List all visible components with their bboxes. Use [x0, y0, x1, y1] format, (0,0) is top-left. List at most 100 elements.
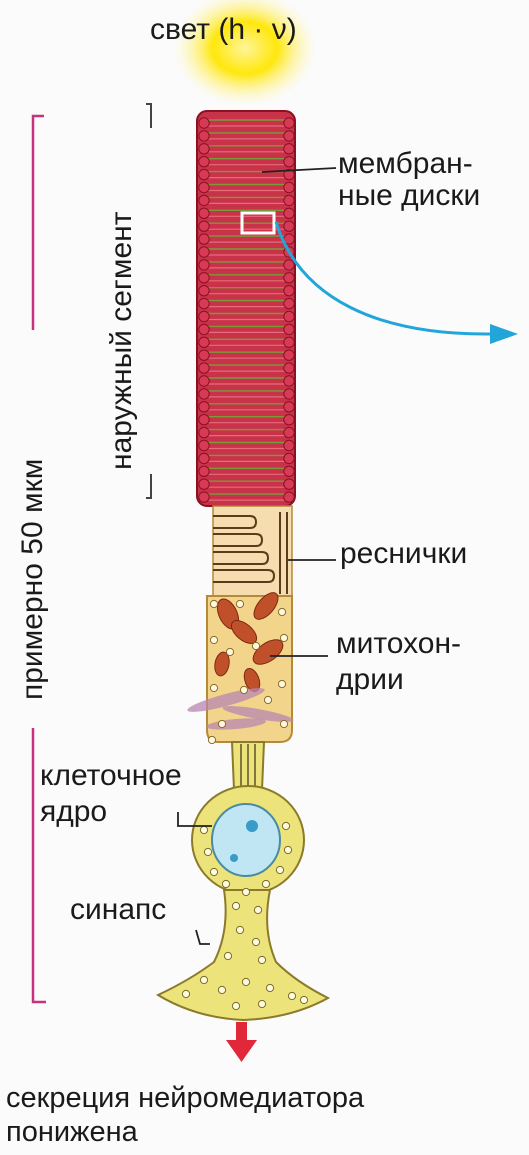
vesicle: [200, 976, 207, 983]
size-label: примерно 50 мкм: [16, 459, 50, 700]
nucleolus: [246, 820, 258, 832]
vesicle: [278, 608, 285, 615]
disc-edge-left: [199, 169, 209, 179]
secretion-arrowhead: [226, 1040, 257, 1062]
vesicle: [282, 822, 289, 829]
disc-edge-right: [284, 324, 294, 334]
vesicle: [254, 906, 261, 913]
vesicle: [266, 984, 273, 991]
vesicle: [262, 880, 269, 887]
disc-edge-left: [199, 440, 209, 450]
disc-edge-right: [284, 479, 294, 489]
vesicle: [240, 686, 247, 693]
disc-edge-left: [199, 350, 209, 360]
disc-edge-right: [284, 440, 294, 450]
vesicle: [280, 720, 287, 727]
disc-edge-left: [199, 286, 209, 296]
vesicle: [218, 720, 225, 727]
vesicle: [284, 846, 291, 853]
vesicle: [236, 600, 243, 607]
synapse-label: синапс: [70, 892, 166, 928]
vesicle: [242, 978, 249, 985]
disc-edge-left: [199, 208, 209, 218]
disc-edge-left: [199, 260, 209, 270]
nucleolus: [230, 854, 238, 862]
disc-edge-left: [199, 363, 209, 373]
vesicle: [236, 926, 243, 933]
disc-edge-right: [284, 350, 294, 360]
vesicle: [242, 888, 249, 895]
disc-edge-right: [284, 389, 294, 399]
disc-edge-left: [199, 311, 209, 321]
disc-edge-left: [199, 144, 209, 154]
disc-edge-right: [284, 311, 294, 321]
disc-edge-right: [284, 260, 294, 270]
disc-edge-left: [199, 131, 209, 141]
disc-edge-left: [199, 402, 209, 412]
disc-edge-left: [199, 427, 209, 437]
disc-edge-right: [284, 144, 294, 154]
disc-edge-left: [199, 247, 209, 257]
disc-edge-right: [284, 298, 294, 308]
disc-edge-left: [199, 466, 209, 476]
vesicle: [210, 636, 217, 643]
vesicle: [208, 736, 215, 743]
outer-segment-bracket: [146, 104, 151, 498]
disc-edge-left: [199, 182, 209, 192]
detail-arrowhead: [490, 324, 518, 344]
disc-edge-left: [199, 389, 209, 399]
vesicle: [258, 1000, 265, 1007]
disc-edge-left: [199, 492, 209, 502]
vesicle: [288, 992, 295, 999]
mitochondria-label-1: митохон-: [336, 626, 461, 662]
disc-edge-right: [284, 131, 294, 141]
disc-edge-left: [199, 118, 209, 128]
disc-edge-right: [284, 415, 294, 425]
disc-edge-right: [284, 182, 294, 192]
vesicle: [218, 986, 225, 993]
vesicle: [200, 826, 207, 833]
disc-edge-right: [284, 118, 294, 128]
vesicle: [232, 1002, 239, 1009]
disc-edge-right: [284, 492, 294, 502]
outer-segment-label: наружный сегмент: [105, 212, 139, 470]
disc-edge-right: [284, 453, 294, 463]
vesicle: [258, 956, 265, 963]
vesicle: [276, 866, 283, 873]
vesicle: [252, 642, 259, 649]
disc-edge-left: [199, 415, 209, 425]
vesicle: [224, 952, 231, 959]
vesicle: [280, 634, 287, 641]
vesicle: [300, 996, 307, 1003]
disc-edge-left: [199, 273, 209, 283]
vesicle: [210, 684, 217, 691]
disc-edge-left: [199, 324, 209, 334]
disc-edge-right: [284, 466, 294, 476]
disc-edge-left: [199, 157, 209, 167]
disc-edge-left: [199, 376, 209, 386]
disc-edge-right: [284, 427, 294, 437]
vesicle: [182, 990, 189, 997]
cilia-label: реснички: [340, 536, 467, 572]
cell-nucleus: [212, 804, 280, 876]
disc-edge-right: [284, 195, 294, 205]
vesicle: [232, 902, 239, 909]
disc-edge-left: [199, 221, 209, 231]
disc-edge-right: [284, 363, 294, 373]
vesicle: [252, 938, 259, 945]
light-label: свет (h · ν): [150, 12, 297, 48]
detail-arrow: [276, 222, 490, 334]
disc-edge-right: [284, 337, 294, 347]
vesicle: [264, 696, 271, 703]
disc-edge-right: [284, 402, 294, 412]
mitochondria-label-2: дрии: [336, 662, 404, 698]
disc-edge-right: [284, 273, 294, 283]
disc-edge-left: [199, 298, 209, 308]
secretion-label-2: понижена: [6, 1114, 138, 1150]
disc-edge-left: [199, 479, 209, 489]
disc-edge-right: [284, 157, 294, 167]
disc-edge-left: [199, 234, 209, 244]
vesicle: [204, 848, 211, 855]
vesicle: [210, 600, 217, 607]
vesicle: [226, 648, 233, 655]
